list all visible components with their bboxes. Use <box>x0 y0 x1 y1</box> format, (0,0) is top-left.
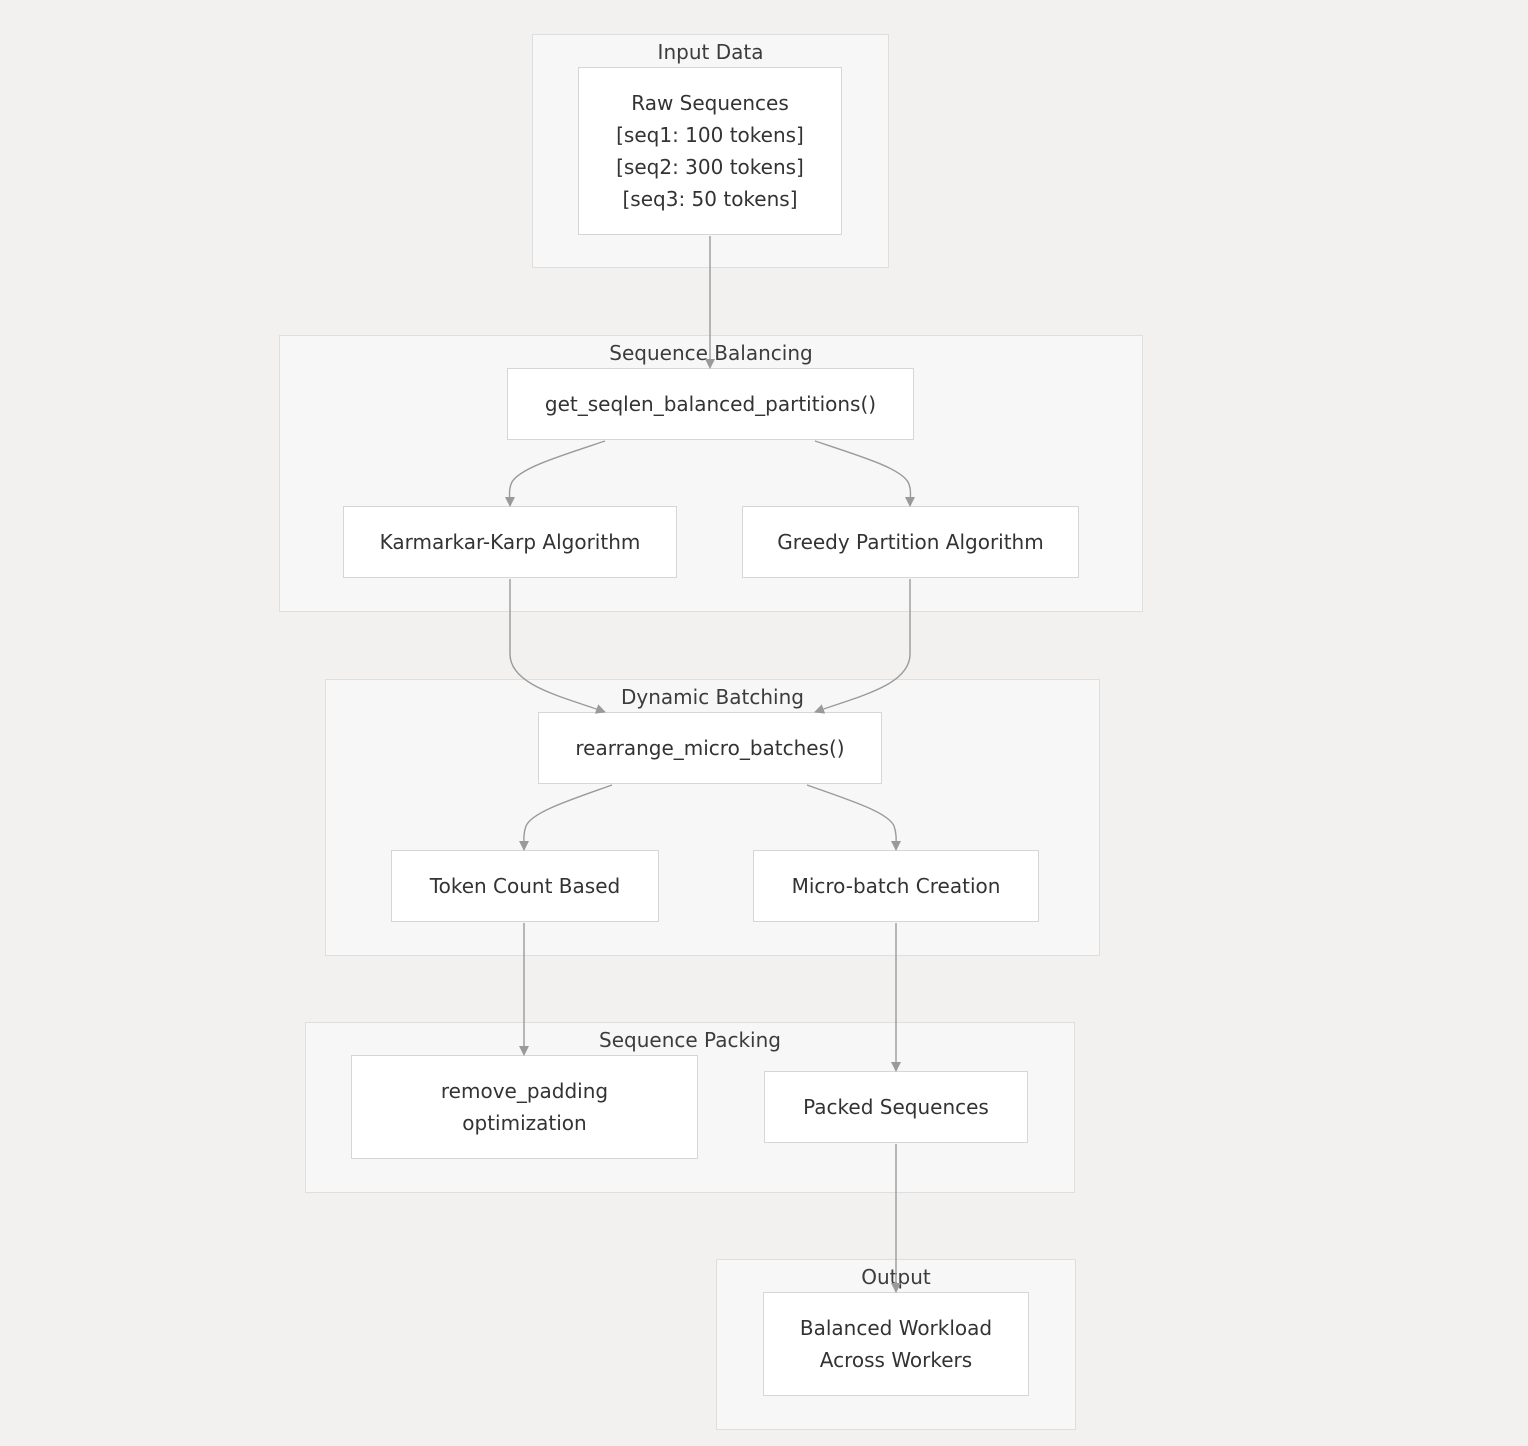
node-rearrange-line-1: rearrange_micro_batches() <box>575 736 845 760</box>
node-remove-padding: remove_padding optimization <box>351 1055 698 1159</box>
node-remove-padding-line-2: optimization <box>462 1111 587 1135</box>
node-raw-sequences-line-3: [seq2: 300 tokens] <box>616 155 804 179</box>
node-token-count-line-1: Token Count Based <box>429 874 621 898</box>
node-raw-sequences-line-2: [seq1: 100 tokens] <box>616 123 804 147</box>
node-packed-sequences-line-1: Packed Sequences <box>803 1095 989 1119</box>
cluster-title-input-data: Input Data <box>657 40 764 64</box>
node-greedy-partition-line-1: Greedy Partition Algorithm <box>777 530 1044 554</box>
node-raw-sequences-line-4: [seq3: 50 tokens] <box>622 187 798 211</box>
node-balanced-workload-line-1: Balanced Workload <box>799 1316 993 1340</box>
node-raw-sequences-line-1: Raw Sequences <box>631 91 789 115</box>
node-remove-padding-line-1: remove_padding <box>440 1079 609 1103</box>
cluster-title-sequence-balancing: Sequence Balancing <box>609 341 813 365</box>
node-balanced-workload: Balanced Workload Across Workers <box>763 1292 1029 1396</box>
node-micro-batch-creation: Micro-batch Creation <box>753 850 1039 922</box>
cluster-title-sequence-packing: Sequence Packing <box>599 1028 781 1052</box>
node-karmarkar-karp-line-1: Karmarkar-Karp Algorithm <box>379 530 641 554</box>
node-get-seqlen-balanced-partitions: get_seqlen_balanced_partitions() <box>507 368 914 440</box>
node-raw-sequences: Raw Sequences [seq1: 100 tokens] [seq2: … <box>578 67 842 235</box>
node-greedy-partition: Greedy Partition Algorithm <box>742 506 1079 578</box>
cluster-title-output: Output <box>861 1265 931 1289</box>
node-token-count-based: Token Count Based <box>391 850 659 922</box>
node-get-seqlen-line-1: get_seqlen_balanced_partitions() <box>544 392 877 416</box>
node-micro-batch-line-1: Micro-batch Creation <box>791 874 1001 898</box>
cluster-title-dynamic-batching: Dynamic Batching <box>621 685 804 709</box>
node-rearrange-micro-batches: rearrange_micro_batches() <box>538 712 882 784</box>
node-karmarkar-karp: Karmarkar-Karp Algorithm <box>343 506 677 578</box>
node-balanced-workload-line-2: Across Workers <box>819 1348 973 1372</box>
node-packed-sequences: Packed Sequences <box>764 1071 1028 1143</box>
